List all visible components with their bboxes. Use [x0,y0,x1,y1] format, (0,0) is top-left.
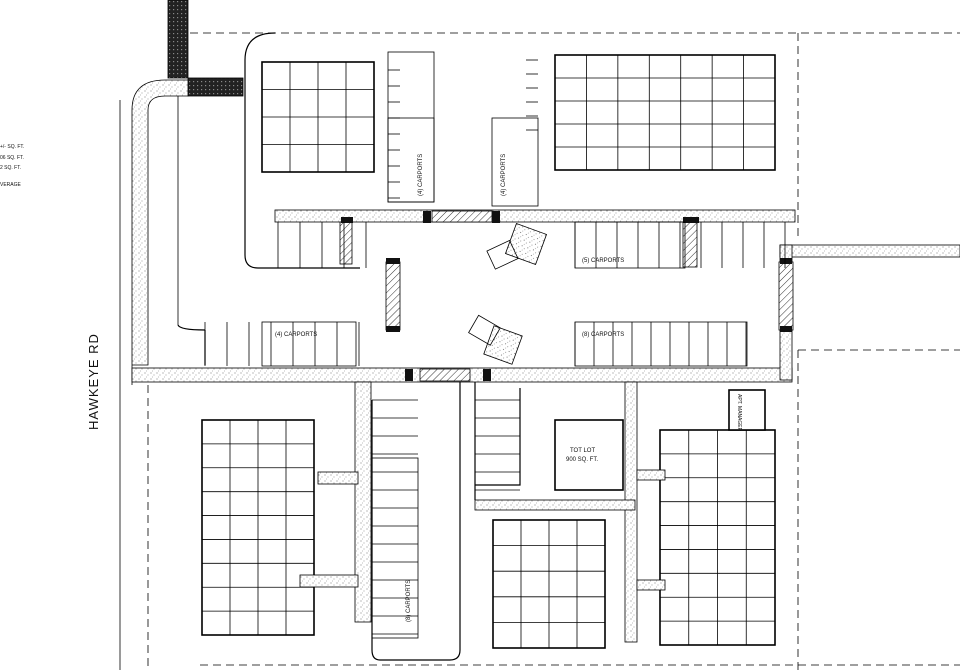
tot-lot: TOT LOT 900 SQ. FT. [554,419,624,491]
mail-kiosk-north [486,222,548,270]
legend-line-4: VERAGE [0,182,22,188]
apt-manager: APT. MANAGER [728,389,766,432]
building-northeast [554,54,776,171]
crosswalk-south-1 [419,368,471,382]
site-legend: +/- SQ. FT. 06 SQ. FT. 2 SQ. FT. VERAGE [0,144,24,188]
building-southeast [659,429,776,646]
carport-top-right: (5) CARPORTS [574,221,686,269]
building-southwest [201,419,315,636]
south-walkways [299,381,666,661]
carport-bottom: (8) CARPORTS [371,457,419,639]
building-northwest [261,61,375,173]
mail-kiosk-south [468,314,523,365]
tot-lot-title: TOT LOT [570,448,595,454]
carport-bottom-label: (8) CARPORTS [406,580,412,622]
apt-manager-label: APT. MANAGER [736,394,742,432]
north-sidewalk [274,209,796,223]
crosswalk-west [385,261,401,331]
crosswalk-east [778,261,794,331]
hawkeye-sidewalk [119,79,189,670]
carport-top-right-label: (5) CARPORTS [582,258,624,264]
property-boundary [147,32,960,670]
tot-lot-area: 900 SQ. FT. [566,457,598,463]
carport-top-mid: (4) CARPORTS [491,117,539,207]
carport-mid-right-label: (8) CARPORTS [582,332,624,338]
legend-line-2: 06 SQ. FT. [0,155,24,161]
carport-top-left-label: (4) CARPORTS [418,154,424,196]
legend-line-3: 2 SQ. FT. [0,165,21,171]
legend-line-1: +/- SQ. FT. [0,144,24,150]
east-sidewalk [779,244,960,258]
north-driveway [167,0,244,97]
building-outline [554,54,776,171]
road-name: HAWKEYE RD [86,333,101,430]
carport-mid-left: (4) CARPORTS [261,321,357,367]
parking-stalls [204,59,786,635]
crosswalk-north-1 [339,221,353,265]
carport-mid-left-label: (4) CARPORTS [275,332,317,338]
walk-pads [341,211,792,381]
apartment-buildings [201,54,776,649]
building-south-center [492,519,606,649]
crosswalk-north-3 [431,210,493,223]
carport-top-left: (4) CARPORTS [387,51,435,203]
carport-mid-right: (8) CARPORTS [574,321,748,367]
carport-top-mid-label: (4) CARPORTS [501,154,507,196]
